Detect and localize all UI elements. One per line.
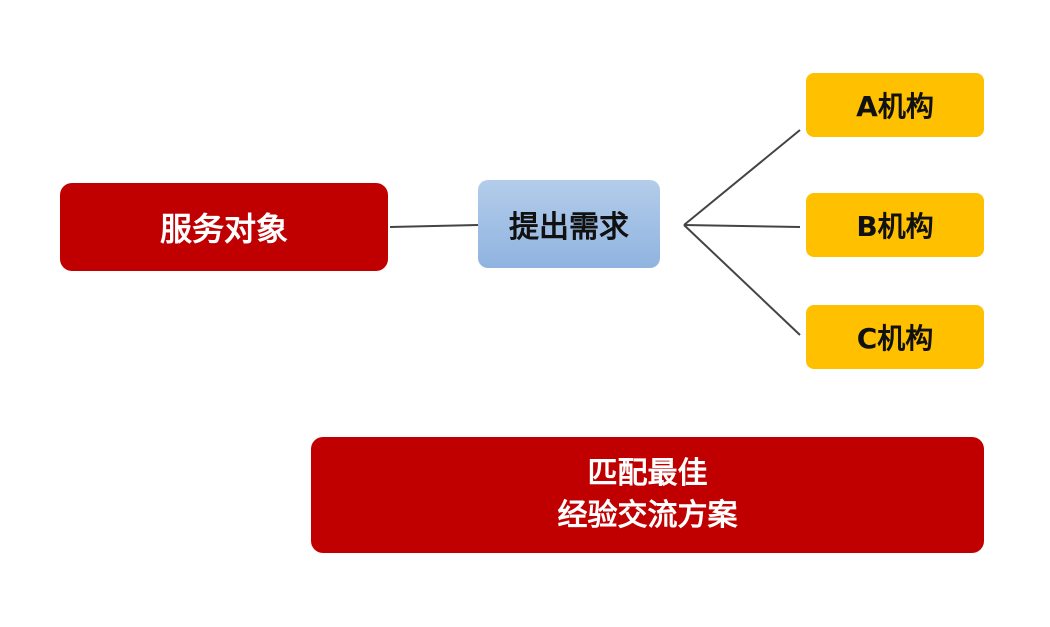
- line-target-to-need: [389, 224, 479, 228]
- org-b-label: B机构: [856, 210, 934, 243]
- org-a-label: A机构: [856, 90, 934, 123]
- line-need-to-org-c: [683, 224, 801, 336]
- match-plan-node: 匹配最佳 经验交流方案: [311, 437, 984, 553]
- org-b-node: B机构: [806, 193, 984, 257]
- org-c-node: C机构: [806, 305, 984, 369]
- line-need-to-org-a: [683, 129, 801, 226]
- service-target-label: 服务对象: [159, 210, 288, 248]
- org-c-label: C机构: [856, 322, 934, 355]
- raise-need-label: 提出需求: [509, 210, 629, 245]
- service-target-node: 服务对象: [60, 183, 388, 271]
- raise-need-node: 提出需求: [478, 180, 660, 268]
- line-need-to-org-b: [683, 224, 801, 228]
- org-a-node: A机构: [806, 73, 984, 137]
- match-plan-line2: 经验交流方案: [557, 498, 738, 533]
- match-plan-line1: 匹配最佳: [587, 456, 708, 491]
